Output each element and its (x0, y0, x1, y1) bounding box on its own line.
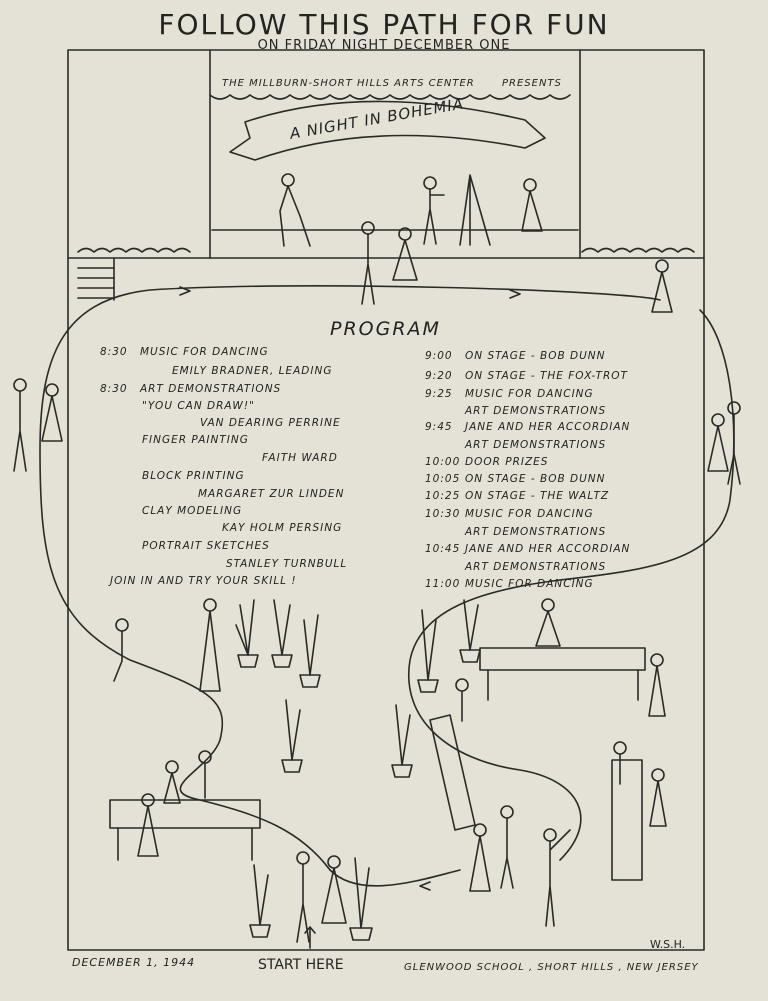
footer-location: GLENWOOD SCHOOL , SHORT HILLS , NEW JERS… (404, 962, 699, 973)
program-entry: PORTRAIT SKETCHES (142, 540, 270, 552)
entry-text: JANE AND HER ACCORDIAN (465, 421, 631, 433)
entry-text: CLAY MODELING (142, 505, 243, 517)
entry-text: FAITH WARD (262, 452, 338, 464)
entry-time: 9:25 (425, 388, 453, 400)
program-entry: 10:45 JANE AND HER ACCORDIAN (425, 543, 630, 555)
footer-date: DECEMBER 1, 1944 (72, 956, 196, 969)
program-entry: 8:30 ART DEMONSTRATIONS (100, 383, 281, 395)
entry-text: ART DEMONSTRATIONS (465, 561, 607, 573)
program-entry: 9:45 JANE AND HER ACCORDIAN (425, 421, 630, 433)
entry-text: MUSIC FOR DANCING (140, 346, 269, 358)
entry-time: 9:20 (425, 370, 453, 382)
program-entry: KAY HOLM PERSING (222, 522, 342, 534)
entry-text: ART DEMONSTRATIONS (465, 439, 607, 451)
entry-text: JOIN IN AND TRY YOUR SKILL ! (110, 575, 297, 587)
program-entry: 9:00 ON STAGE - BOB DUNN (425, 350, 605, 362)
entry-time: 9:00 (425, 350, 453, 362)
entry-time: 11:00 (425, 578, 461, 590)
artist-signature: W.S.H. (650, 938, 686, 951)
program-heading: PROGRAM (330, 318, 441, 340)
program-entry: FINGER PAINTING (142, 434, 249, 446)
program-entry: ART DEMONSTRATIONS (465, 561, 606, 573)
entry-text: VAN DEARING PERRINE (200, 417, 341, 429)
entry-text: KAY HOLM PERSING (222, 522, 343, 534)
entry-text: STANLEY TURNBULL (226, 558, 348, 570)
presenter-name: THE MILLBURN-SHORT HILLS ARTS CENTER (222, 78, 475, 89)
entry-time: 8:30 (100, 346, 128, 358)
program-entry: BLOCK PRINTING (142, 470, 245, 482)
entry-text: JANE AND HER ACCORDIAN (465, 543, 631, 555)
program-entry: 10:05 ON STAGE - BOB DUNN (425, 473, 605, 485)
entry-text: ON STAGE - THE WALTZ (465, 490, 610, 502)
program-entry: 9:25 MUSIC FOR DANCING (425, 388, 594, 400)
entry-text: MARGARET ZUR LINDEN (198, 488, 345, 500)
entry-text: "YOU CAN DRAW!" (142, 400, 255, 412)
entry-text: EMILY BRADNER, LEADING (172, 365, 333, 377)
entry-text: ON STAGE - THE FOX-TROT (465, 370, 628, 382)
program-entry: "YOU CAN DRAW!" (142, 400, 255, 412)
program-entry: ART DEMONSTRATIONS (465, 439, 606, 451)
entry-text: ART DEMONSTRATIONS (465, 526, 607, 538)
program-entry: STANLEY TURNBULL (226, 558, 347, 570)
entry-text: MUSIC FOR DANCING (465, 578, 594, 590)
entry-text: FINGER PAINTING (142, 434, 249, 446)
program-entry: FAITH WARD (262, 452, 338, 464)
entry-text: ART DEMONSTRATIONS (465, 405, 607, 417)
program-entry: ART DEMONSTRATIONS (465, 526, 606, 538)
entry-time: 10:25 (425, 490, 461, 502)
program-entry: MARGARET ZUR LINDEN (198, 488, 344, 500)
program-entry: 10:25 ON STAGE - THE WALTZ (425, 490, 609, 502)
program-entry: EMILY BRADNER, LEADING (172, 365, 332, 377)
entry-text: MUSIC FOR DANCING (465, 508, 594, 520)
program-entry: 11:00 MUSIC FOR DANCING (425, 578, 594, 590)
program-entry: 8:30 MUSIC FOR DANCING (100, 346, 269, 358)
program-entry: 10:00 DOOR PRIZES (425, 456, 548, 468)
program-entry: 10:30 MUSIC FOR DANCING (425, 508, 594, 520)
program-entry: CLAY MODELING (142, 505, 242, 517)
entry-time: 10:05 (425, 473, 461, 485)
poster-subtitle: ON FRIDAY NIGHT DECEMBER ONE (257, 38, 511, 53)
entry-time: 10:45 (425, 543, 461, 555)
entry-time: 8:30 (100, 383, 128, 395)
poster-frame (67, 49, 705, 951)
start-here-label: START HERE (258, 957, 344, 973)
side-figures (13, 378, 741, 485)
entry-text: ON STAGE - BOB DUNN (465, 473, 606, 485)
entry-time: 10:00 (425, 456, 461, 468)
activity-scene (109, 598, 667, 943)
entry-time: 10:30 (425, 508, 461, 520)
program-entry: 9:20 ON STAGE - THE FOX-TROT (425, 370, 628, 382)
stage-figures (279, 173, 673, 313)
program-entry: VAN DEARING PERRINE (200, 417, 341, 429)
entry-text: ART DEMONSTRATIONS (140, 383, 282, 395)
entry-text: DOOR PRIZES (465, 456, 549, 468)
poster-title: FOLLOW THIS PATH FOR FUN (158, 8, 610, 41)
entry-text: PORTRAIT SKETCHES (142, 540, 270, 552)
entry-text: ON STAGE - BOB DUNN (465, 350, 606, 362)
entry-text: BLOCK PRINTING (142, 470, 245, 482)
stage-drawing (67, 49, 705, 301)
program-entry: JOIN IN AND TRY YOUR SKILL ! (110, 575, 297, 587)
presents-label: PRESENTS (502, 78, 562, 89)
entry-text: MUSIC FOR DANCING (465, 388, 594, 400)
entry-time: 9:45 (425, 421, 453, 433)
program-entry: ART DEMONSTRATIONS (465, 405, 606, 417)
